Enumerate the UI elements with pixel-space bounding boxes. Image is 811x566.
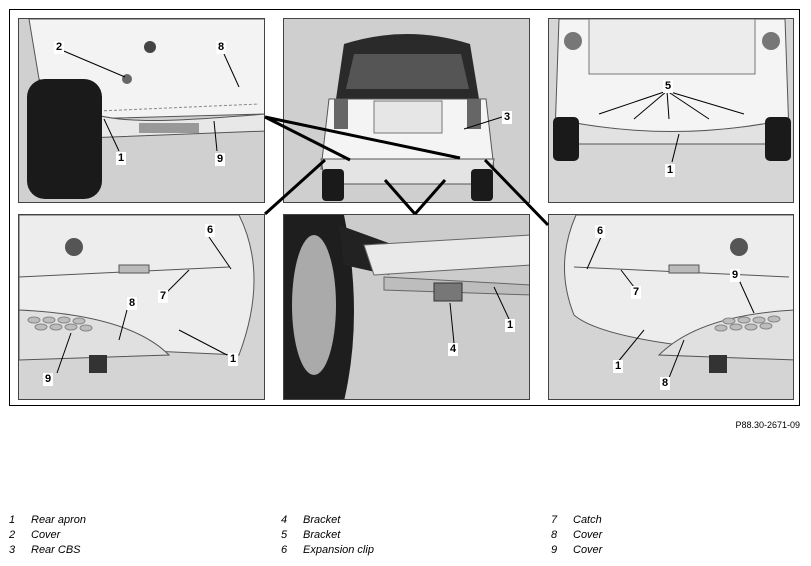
legend-number: 2 (9, 529, 16, 541)
panel-top-right: 5 1 (548, 18, 794, 203)
callout-9: 9 (43, 373, 54, 386)
panel-bottom-right-drawing (549, 215, 793, 399)
legend-number: 4 (281, 514, 288, 526)
callout-1: 1 (665, 164, 676, 177)
panel-top-center: 3 (283, 18, 530, 203)
legend-item: 4 Bracket (281, 513, 531, 528)
panel-bottom-center-drawing (284, 215, 529, 399)
callout-8: 8 (216, 41, 227, 54)
callout-3: 3 (502, 111, 513, 124)
callout-8: 8 (660, 377, 671, 390)
panel-top-left-drawing (19, 19, 264, 202)
callout-4: 4 (448, 343, 459, 356)
legend-column-1: 1 Rear apron 2 Cover 3 Rear CBS (9, 513, 259, 558)
legend-item: 9 Cover (551, 543, 801, 558)
legend-item: 2 Cover (9, 528, 259, 543)
legend-number: 1 (9, 514, 16, 526)
callout-6: 6 (595, 225, 606, 238)
legend-item: 7 Catch (551, 513, 801, 528)
legend-number: 9 (551, 544, 558, 556)
legend-label: Expansion clip (303, 544, 374, 556)
figure-reference: P88.30-2671-09 (735, 420, 800, 430)
legend-label: Rear CBS (31, 544, 81, 556)
panel-bottom-right: 6 9 7 1 8 (548, 214, 794, 400)
legend-item: 6 Expansion clip (281, 543, 531, 558)
legend-label: Catch (573, 514, 602, 526)
legend-item: 8 Cover (551, 528, 801, 543)
panel-top-left: 2 8 1 9 (18, 18, 265, 203)
legend-item: 1 Rear apron (9, 513, 259, 528)
callout-6: 6 (205, 224, 216, 237)
legend-number: 7 (551, 514, 558, 526)
legend-number: 3 (9, 544, 16, 556)
legend-label: Cover (31, 529, 61, 541)
callout-1: 1 (613, 360, 624, 373)
callout-5: 5 (663, 80, 674, 93)
legend-number: 8 (551, 529, 558, 541)
callout-2: 2 (54, 41, 65, 54)
legend-number: 6 (281, 544, 288, 556)
callout-1: 1 (116, 152, 127, 165)
callout-7: 7 (158, 290, 169, 303)
callout-9: 9 (730, 269, 741, 282)
callout-9: 9 (215, 153, 226, 166)
callout-1: 1 (228, 353, 239, 366)
panel-top-center-drawing (284, 19, 529, 202)
legend-label: Cover (573, 544, 603, 556)
legend-label: Bracket (303, 514, 341, 526)
callout-8: 8 (127, 297, 138, 310)
legend-item: 3 Rear CBS (9, 543, 259, 558)
legend-label: Rear apron (31, 514, 87, 526)
panel-bottom-left-drawing (19, 215, 264, 399)
panel-bottom-left: 6 7 8 1 9 (18, 214, 265, 400)
callout-1: 1 (505, 319, 516, 332)
legend-label: Cover (573, 529, 603, 541)
legend-number: 5 (281, 529, 288, 541)
panel-bottom-center: 4 1 (283, 214, 530, 400)
legend-label: Bracket (303, 529, 341, 541)
figure-frame (9, 9, 800, 406)
legend-item: 5 Bracket (281, 528, 531, 543)
callout-7: 7 (631, 286, 642, 299)
